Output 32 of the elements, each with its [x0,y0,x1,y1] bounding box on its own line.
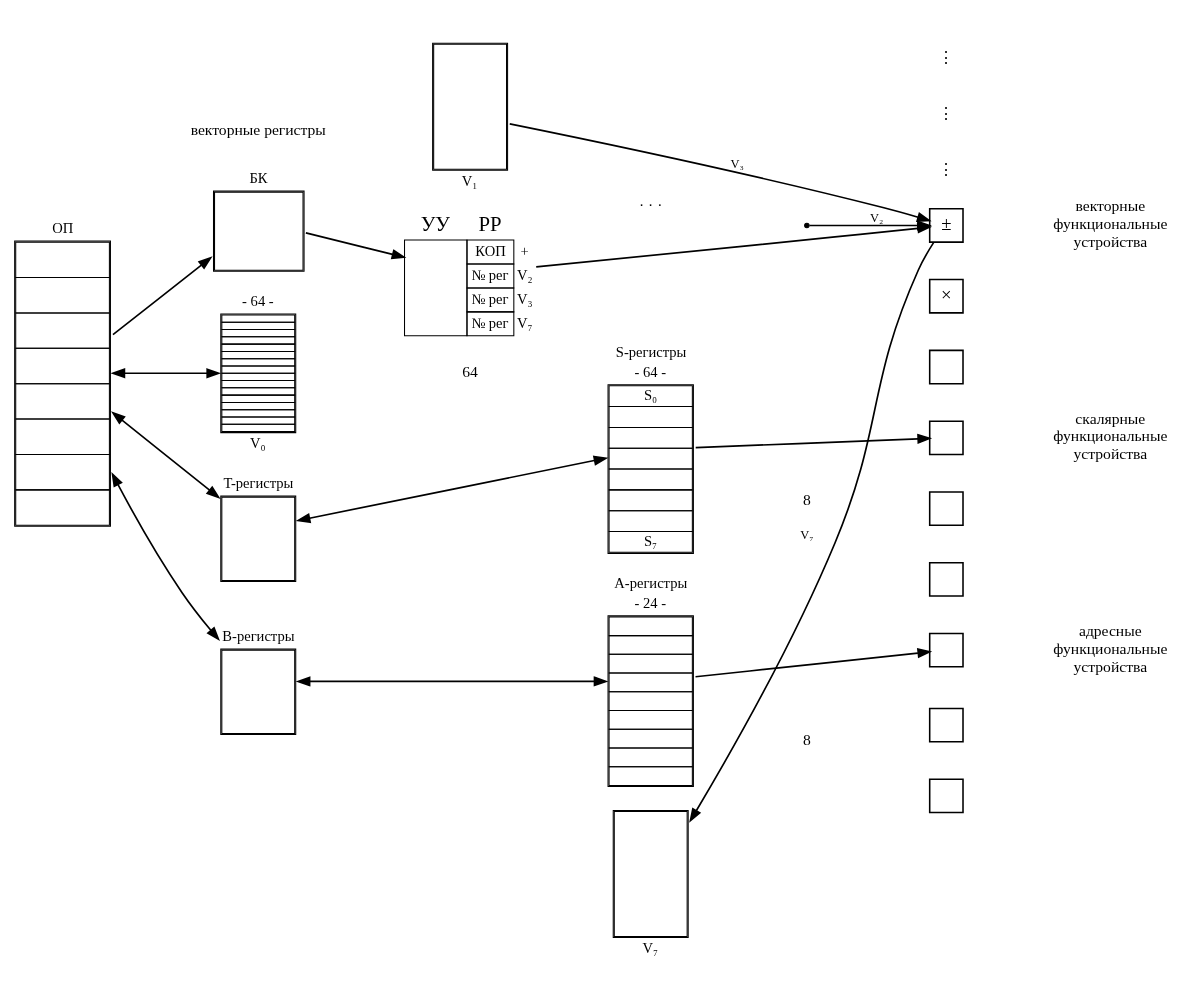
edge-label: V₂ [869,210,884,225]
node-label: + [520,242,529,259]
node-label: T-регистры [223,475,294,491]
edge-label: V₇ [800,528,814,543]
label: 64 [462,362,478,380]
node-label: - 64 - [242,292,274,309]
node-label: РР [478,211,502,236]
label: 8 [802,490,811,508]
node-label: B-регистры [222,628,295,645]
node-label: V₂ [516,266,533,283]
label: адресные функциональные устройства [1053,622,1168,675]
node-label: V₃ [516,290,533,307]
label: ⋮ [938,48,955,66]
node-label: - 64 - [634,363,667,380]
node-label: V₇ [516,314,533,331]
node-label: V₀ [249,435,266,452]
node-label: - 24 - [634,594,667,611]
label: векторные функциональные устройства [1053,197,1168,250]
label: 8 [802,731,811,749]
label: векторные регистры [190,121,326,139]
label: ⋮ [938,160,955,178]
label: ⋮ [938,104,955,122]
node-label: БК [249,169,268,186]
node-label: S-регистры [615,343,687,360]
label: скалярные функциональные устройства [1053,409,1168,463]
node-label: ОП [52,219,74,236]
node-label: V₇ [642,940,658,957]
edge-label: V₃ [730,156,744,171]
node-label: A-регистры [614,574,688,591]
node-label: УУ [420,211,451,236]
label: · · · [639,196,663,214]
node-label: V₁ [461,173,478,190]
